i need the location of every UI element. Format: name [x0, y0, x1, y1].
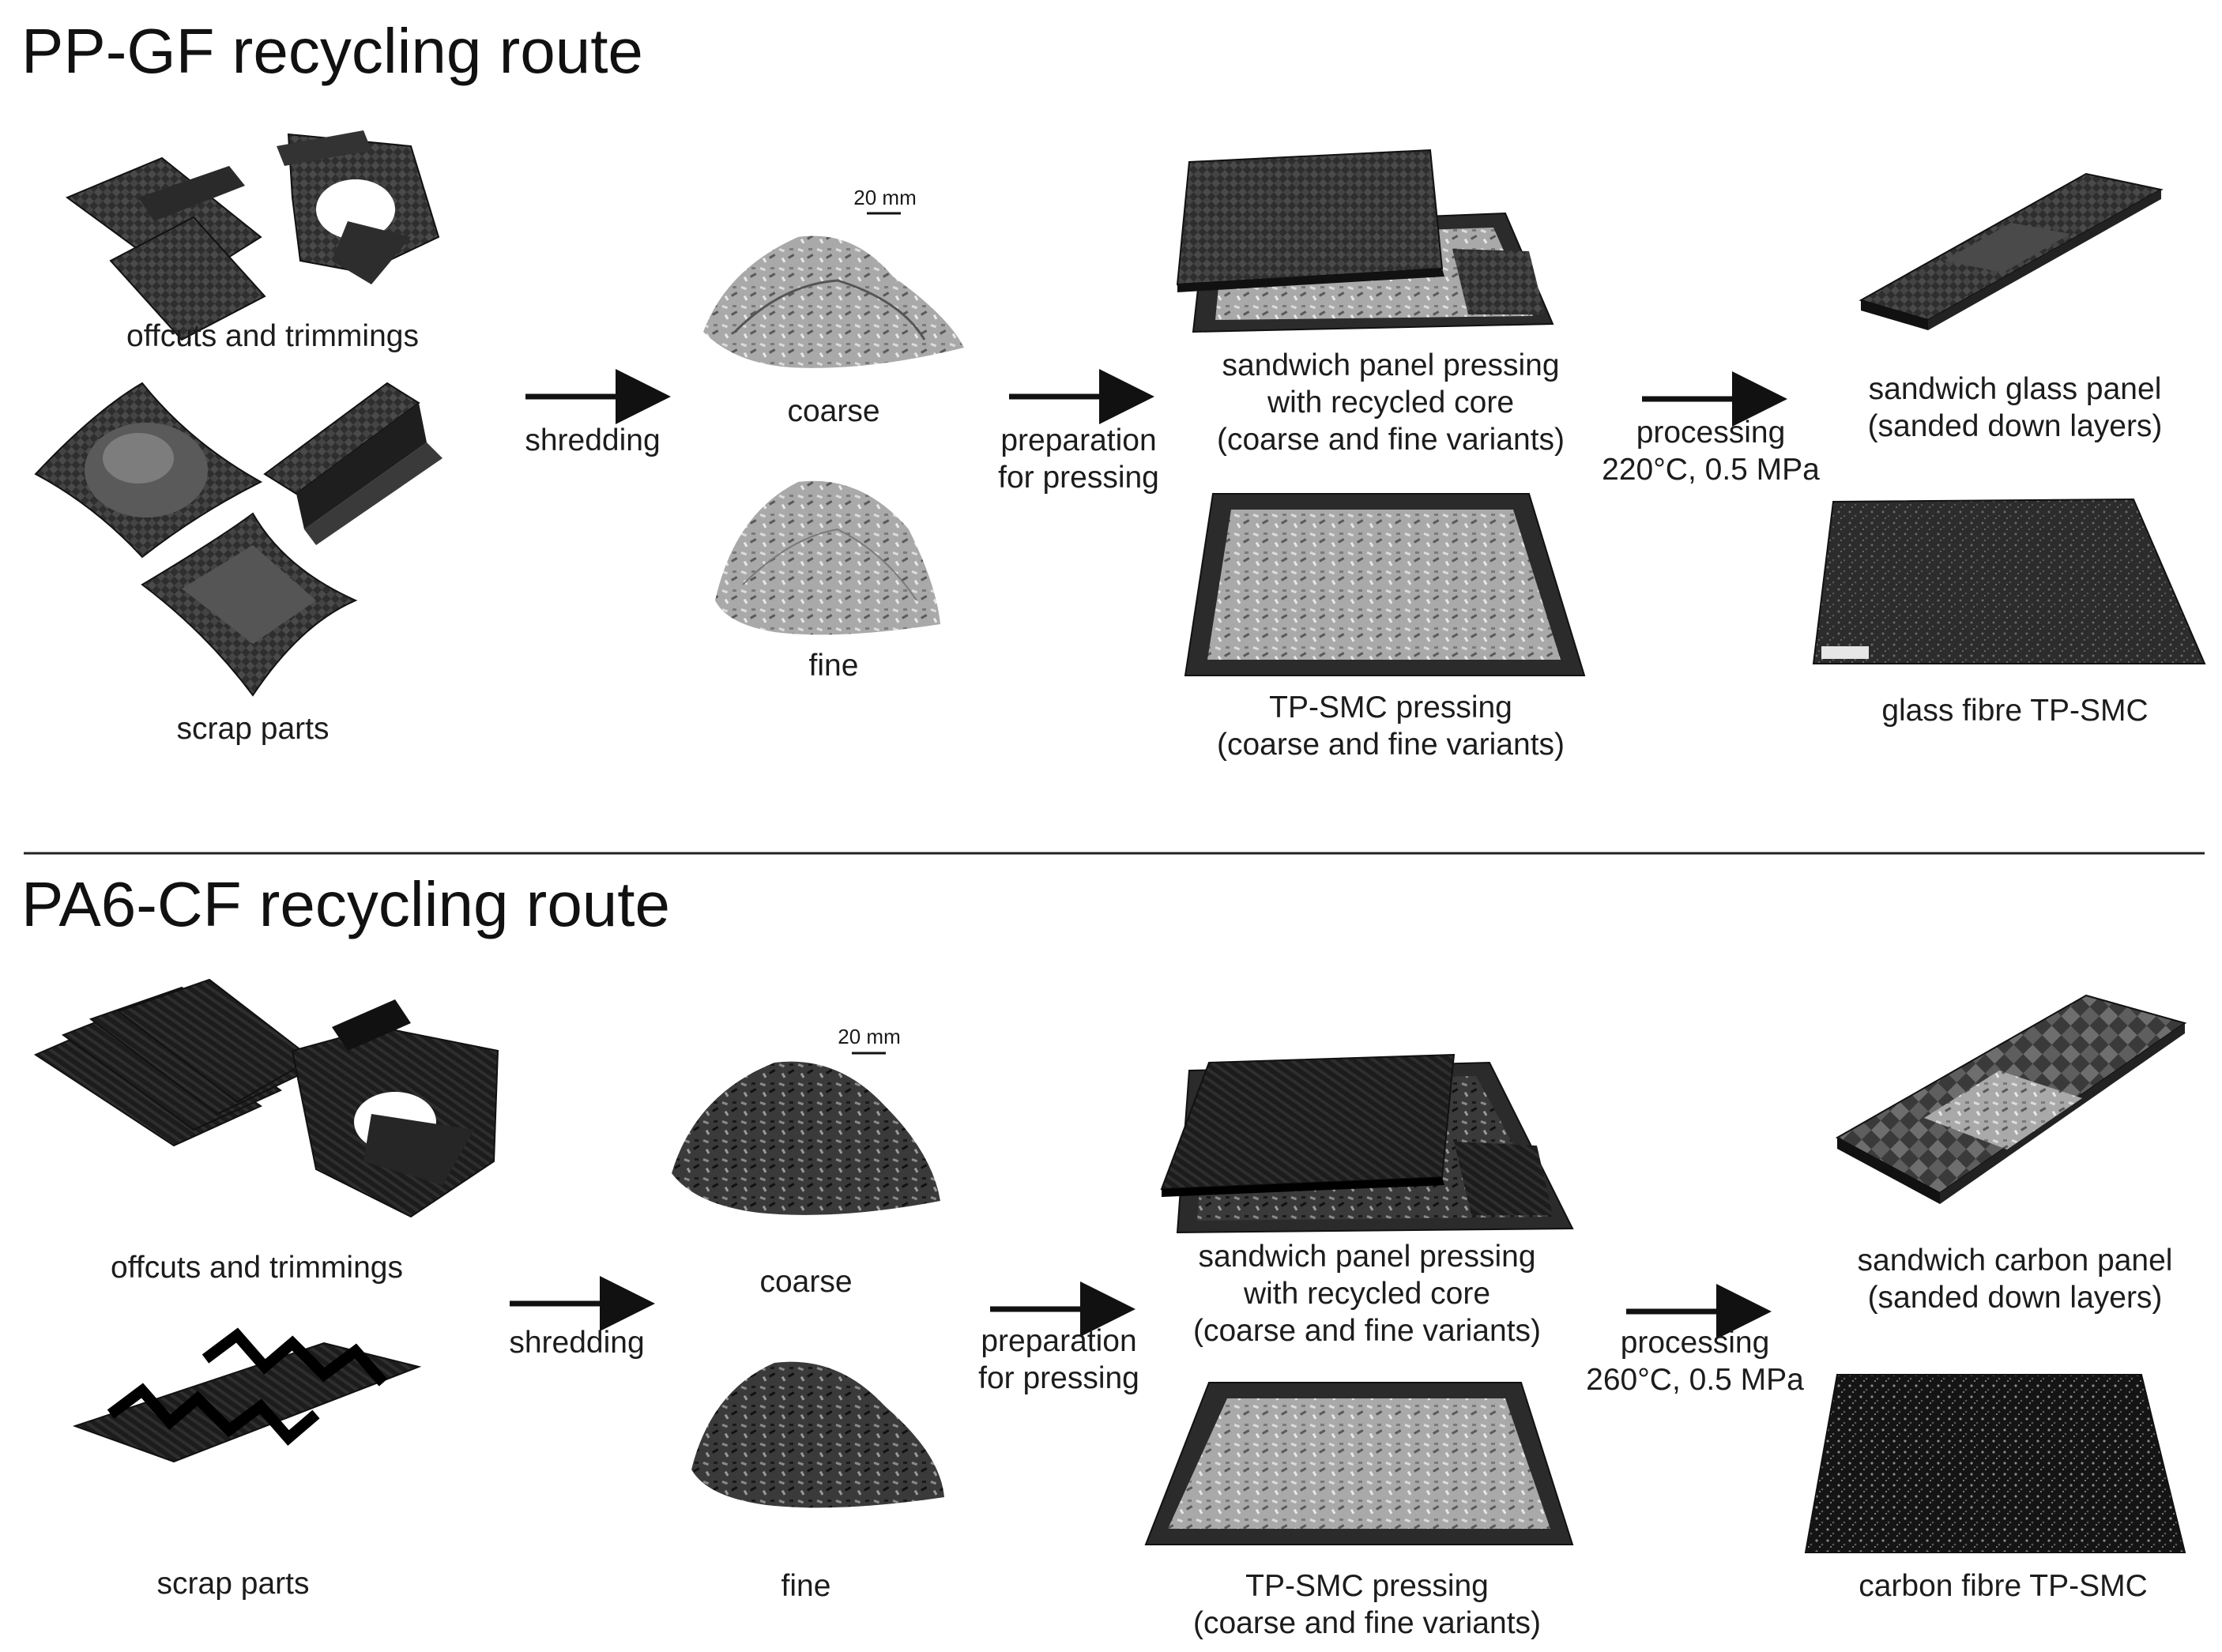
- ppgf-preparation-line2: for pressing: [998, 460, 1159, 495]
- pa6cf-offcuts-image: [33, 978, 499, 1218]
- ppgf-tpsmc-output-label: glass fibre TP-SMC: [1881, 694, 2149, 728]
- pa6cf-sandwich-carbon-panel-image: [1835, 994, 2187, 1204]
- pa6cf-tpsmc-pressing-label: TP-SMC pressing (coarse and fine variant…: [1154, 1568, 1580, 1643]
- ppgf-fine-label: fine: [808, 649, 859, 683]
- ppgf-fine-pile-image: [715, 480, 940, 635]
- pa6cf-carbon-fibre-tpsmc-image: [1804, 1374, 2186, 1553]
- ppgf-preparation-line1: preparation: [1000, 423, 1157, 457]
- ppgf-tpsmc-pressing-image: [1184, 493, 1586, 676]
- ppgf-preparation-label: preparation for pressing: [964, 423, 1193, 497]
- pa6cf-tpsmc-output-label: carbon fibre TP-SMC: [1859, 1569, 2148, 1603]
- ppgf-sandwich-pressing-line2: with recycled core: [1267, 385, 1515, 420]
- pa6cf-fine-label: fine: [781, 1569, 831, 1603]
- ppgf-coarse-pile-image: [703, 235, 964, 368]
- ppgf-tpsmc-pressing-label: TP-SMC pressing (coarse and fine variant…: [1177, 690, 1604, 764]
- pa6cf-coarse-label: coarse: [759, 1265, 853, 1299]
- pa6cf-preparation-label: preparation for pressing: [944, 1323, 1173, 1398]
- ppgf-offcuts-label: offcuts and trimmings: [126, 319, 419, 353]
- pa6cf-sandwich-pressing-line3: (coarse and fine variants): [1192, 1313, 1542, 1348]
- pa6cf-sandwich-output-line2: (sanded down layers): [1867, 1280, 2163, 1315]
- ppgf-processing-line2: 220°C, 0.5 MPa: [1602, 452, 1820, 487]
- pa6cf-coarse-pile-image: [672, 1061, 940, 1215]
- ppgf-route-title: PP-GF recycling route: [21, 16, 643, 86]
- pa6cf-fine-pile-image: [691, 1361, 944, 1508]
- ppgf-scale-label: 20 mm: [853, 186, 917, 209]
- ppgf-glass-fibre-tpsmc-image: [1812, 498, 2206, 664]
- ppgf-sandwich-pressing-line1: sandwich panel pressing: [1222, 348, 1560, 382]
- pa6cf-scrap-parts-label: scrap parts: [156, 1567, 310, 1601]
- pa6cf-processing-line2: 260°C, 0.5 MPa: [1586, 1362, 1804, 1397]
- route-pa6cf-graphics: [33, 978, 2187, 1553]
- ppgf-sandwich-output-label: sandwich glass panel (sanded down layers…: [1810, 371, 2220, 446]
- pa6cf-preparation-line2: for pressing: [978, 1360, 1139, 1395]
- pa6cf-shredding-label: shredding: [509, 1326, 645, 1360]
- ppgf-tpsmc-pressing-line1: TP-SMC pressing: [1269, 691, 1512, 724]
- pa6cf-processing-label: processing 260°C, 0.5 MPa: [1572, 1325, 1817, 1399]
- ppgf-sandwich-output-line2: (sanded down layers): [1867, 408, 2163, 443]
- pa6cf-scale-label: 20 mm: [838, 1025, 901, 1048]
- pa6cf-sandwich-output-line1: sandwich carbon panel: [1857, 1244, 2173, 1278]
- ppgf-offcuts-image: [65, 130, 440, 341]
- ppgf-sandwich-output-line1: sandwich glass panel: [1868, 372, 2162, 406]
- pa6cf-sandwich-pressing-line2: with recycled core: [1243, 1276, 1491, 1311]
- ppgf-coarse-label: coarse: [787, 394, 880, 428]
- pa6cf-sandwich-pressing-image: [1160, 1053, 1574, 1234]
- pa6cf-sandwich-pressing-label: sandwich panel pressing with recycled co…: [1154, 1239, 1580, 1349]
- ppgf-sandwich-pressing-line3: (coarse and fine variants): [1216, 422, 1565, 457]
- ppgf-processing-label: processing 220°C, 0.5 MPa: [1588, 415, 1833, 489]
- pa6cf-scrap-parts-image: [72, 1327, 422, 1463]
- ppgf-sandwich-pressing-image: [1176, 149, 1554, 333]
- ppgf-sandwich-glass-panel-image: [1859, 172, 2164, 330]
- pa6cf-route-title: PA6-CF recycling route: [21, 869, 671, 939]
- ppgf-scrap-parts-image: [34, 382, 443, 697]
- pa6cf-tpsmc-pressing-image: [1144, 1382, 1574, 1545]
- pa6cf-sandwich-pressing-line1: sandwich panel pressing: [1198, 1240, 1536, 1274]
- pa6cf-processing-line1: processing: [1620, 1326, 1770, 1360]
- route-ppgf-graphics: [34, 130, 2206, 697]
- pa6cf-tpsmc-pressing-line2: (coarse and fine variants): [1192, 1605, 1542, 1640]
- pa6cf-sandwich-output-label: sandwich carbon panel (sanded down layer…: [1810, 1243, 2220, 1317]
- pa6cf-tpsmc-pressing-line1: TP-SMC pressing: [1245, 1569, 1489, 1603]
- ppgf-shredding-label: shredding: [525, 423, 661, 457]
- ppgf-processing-line1: processing: [1636, 416, 1786, 450]
- ppgf-tpsmc-pressing-line2: (coarse and fine variants): [1216, 727, 1565, 762]
- ppgf-sandwich-pressing-label: sandwich panel pressing with recycled co…: [1177, 348, 1604, 458]
- pa6cf-offcuts-label: offcuts and trimmings: [111, 1251, 403, 1285]
- ppgf-scrap-parts-label: scrap parts: [176, 712, 330, 746]
- pa6cf-preparation-line1: preparation: [981, 1324, 1137, 1358]
